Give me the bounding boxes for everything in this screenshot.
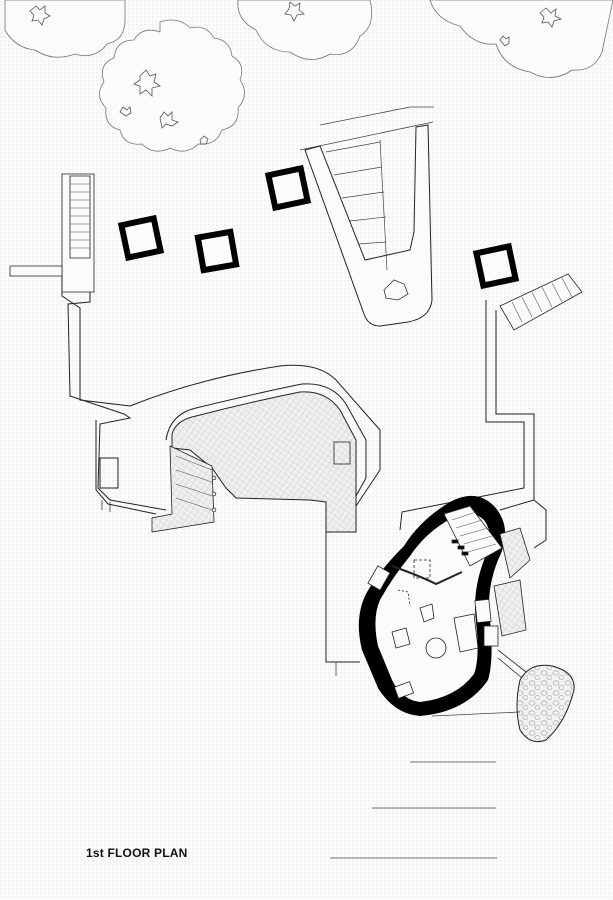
- parking-area: [304, 124, 433, 327]
- right-stair: [499, 273, 583, 331]
- lower-left-stair: [151, 445, 217, 533]
- planter-1: [117, 214, 165, 262]
- upper-road-lines: [299, 106, 434, 151]
- planter-rock: [383, 279, 409, 301]
- planter-3: [264, 164, 312, 212]
- planter-4: [472, 242, 520, 290]
- planter-2: [194, 228, 240, 274]
- tree-canopy-large: [99, 19, 245, 152]
- pavilion-furniture: [391, 559, 479, 659]
- pavilion-wall-openings: [367, 565, 499, 699]
- terrace-edge: [165, 383, 367, 497]
- terrace-paving: [171, 391, 357, 533]
- drawing-title: 1st FLOOR PLAN: [86, 846, 188, 860]
- patio-path: [497, 649, 527, 679]
- armchair-1: [391, 627, 411, 649]
- terrace-planter: [333, 441, 351, 465]
- tree-canopies: [4, 0, 613, 152]
- tree-canopy-top-right: [429, 0, 613, 78]
- right-walkway: [399, 300, 547, 549]
- square-planters: [117, 164, 520, 290]
- left-stair: [9, 173, 95, 293]
- armchair-2: [419, 603, 435, 623]
- stone-patio: [516, 664, 575, 743]
- side-stair: [493, 527, 531, 637]
- sofa: [453, 613, 479, 653]
- walkway: [61, 276, 381, 663]
- lower-site-lines: [330, 662, 521, 859]
- dashed-canopy: [413, 559, 431, 579]
- tree-canopy-top-middle: [237, 0, 373, 60]
- tree-canopy-top-left: [4, 0, 126, 58]
- pavilion-stair: [443, 505, 503, 567]
- round-table: [425, 637, 447, 659]
- interior-partition: [391, 565, 463, 586]
- tree-foliage-details: [29, 1, 563, 145]
